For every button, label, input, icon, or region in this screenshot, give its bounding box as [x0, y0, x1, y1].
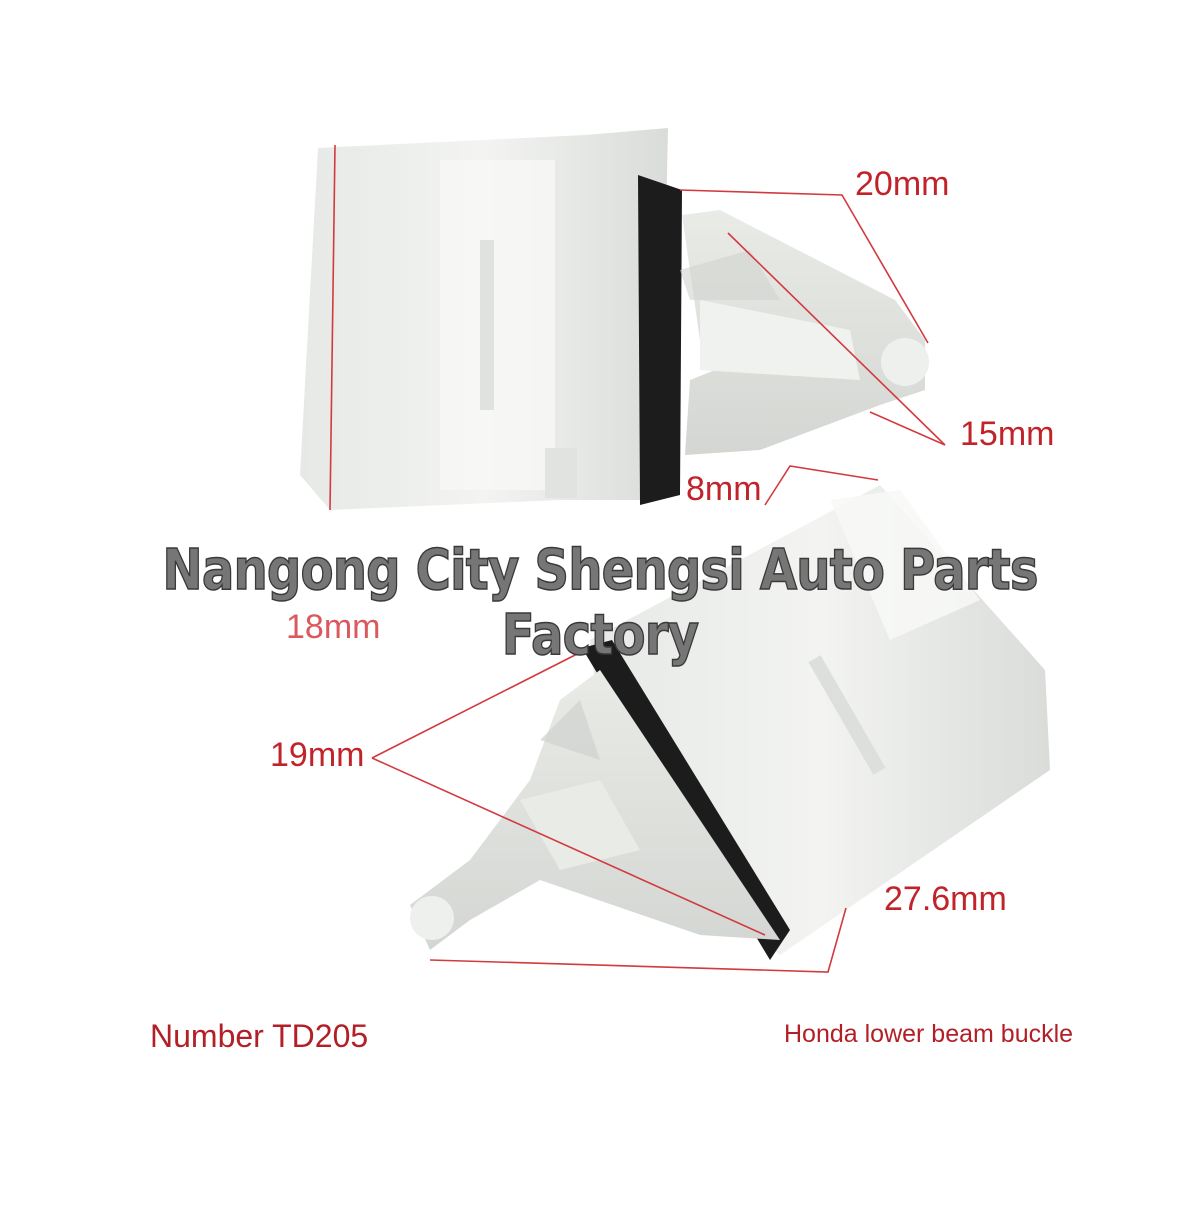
width-20-line [679, 189, 929, 344]
dimension-label-15mm: 15mm [960, 415, 1055, 453]
dimension-label-8mm: 8mm [686, 470, 762, 508]
width-15-line-a [727, 232, 946, 446]
dimension-label-20mm: 20mm [855, 165, 950, 203]
watermark-text: Nangong City Shengsi Auto Parts Factory [162, 537, 1039, 669]
product-name-caption: Honda lower beam buckle [784, 1020, 1074, 1048]
height-line [329, 144, 336, 511]
length-27-6-line [429, 907, 847, 973]
width-19-line-a [371, 649, 586, 759]
measurement-lines [329, 144, 946, 973]
width-8-line [764, 465, 879, 506]
dimension-label-27-6mm: 27.6mm [884, 880, 1007, 918]
part-number-caption: Number TD205 [150, 1018, 369, 1054]
width-19-line-b [371, 757, 766, 936]
top-clip [300, 128, 929, 510]
width-15-line-b [869, 411, 946, 446]
dimension-label-19mm: 19mm [270, 736, 365, 774]
dimension-label-18mm: 18mm [286, 608, 381, 646]
bottom-clip [410, 485, 1050, 960]
